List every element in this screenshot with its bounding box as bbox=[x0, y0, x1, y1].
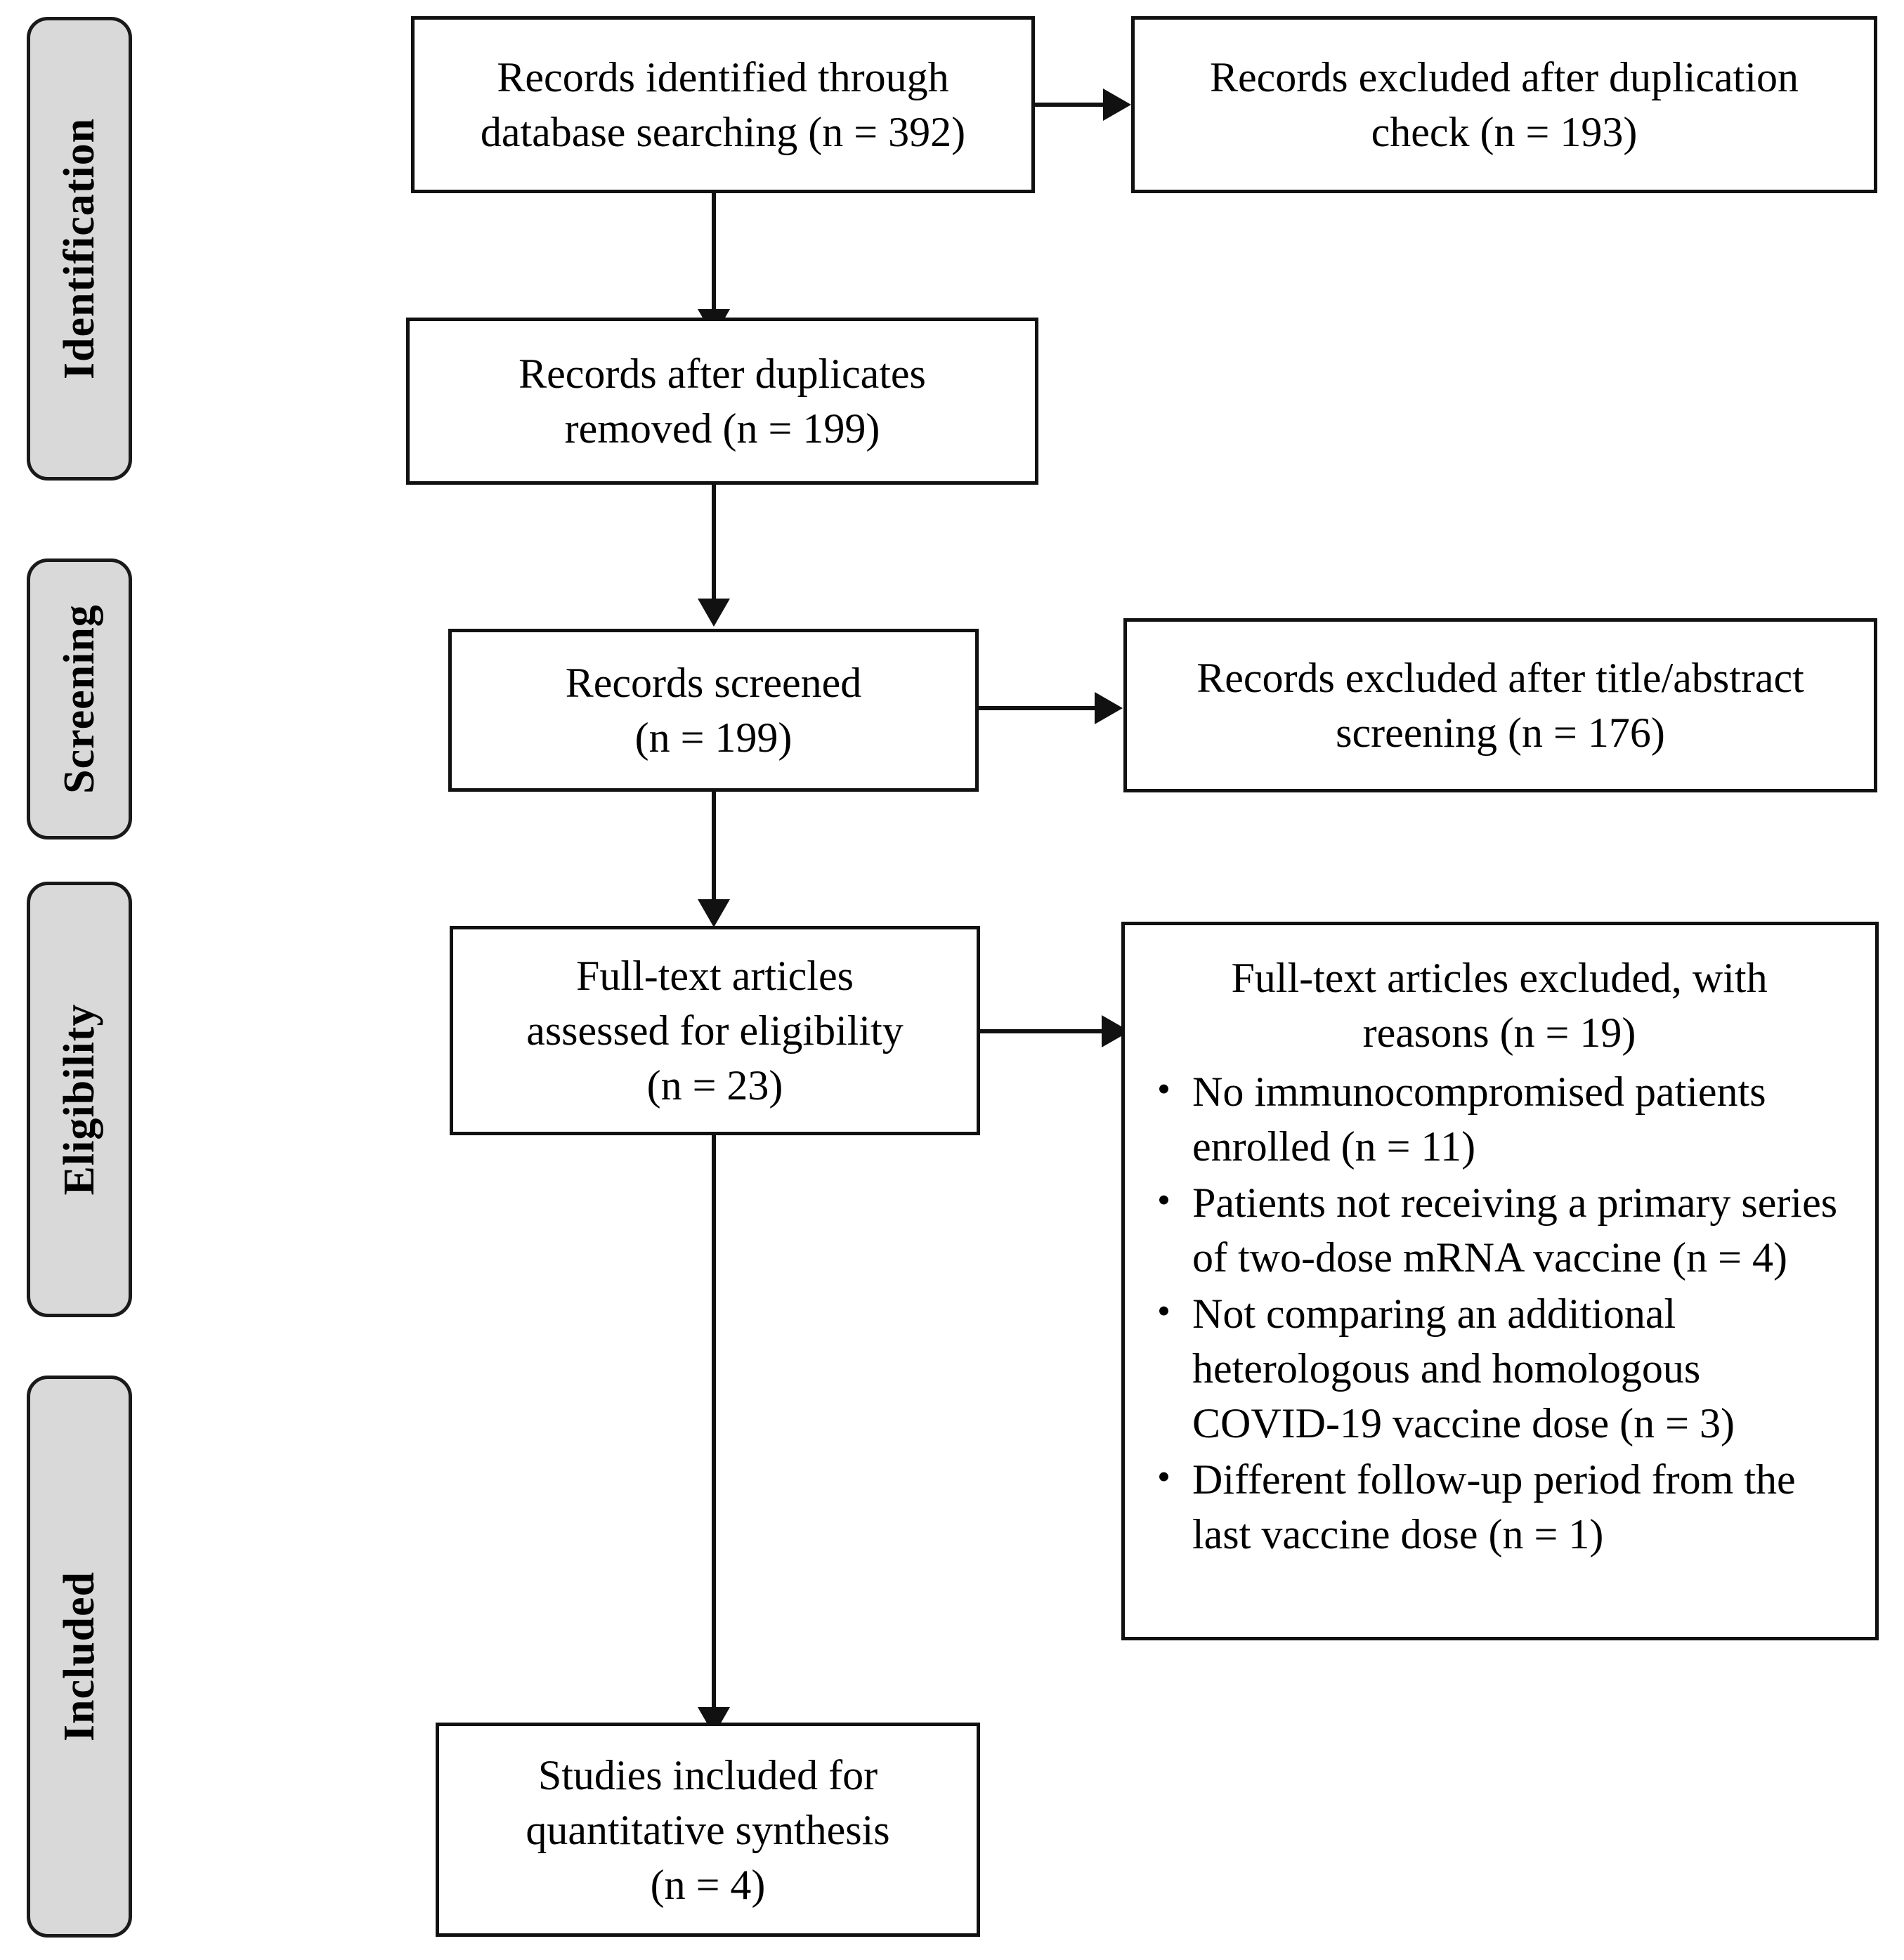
stage-pill-included: Included bbox=[27, 1376, 132, 1938]
arrowhead-after-duplicates-to-screened bbox=[698, 599, 730, 627]
stage-label-eligibility: Eligibility bbox=[56, 1003, 103, 1196]
stage-label-screening: Screening bbox=[56, 604, 103, 794]
studies-included-line3: (n = 4) bbox=[650, 1861, 766, 1908]
connector-fulltext-to-studies-included bbox=[712, 1135, 716, 1711]
connector-screened-to-fulltext bbox=[712, 792, 716, 903]
bullet-icon: • bbox=[1157, 1179, 1171, 1221]
fulltext-excluded-heading-line1: Full-text articles excluded, with bbox=[1231, 955, 1768, 1001]
stage-pill-screening: Screening bbox=[27, 558, 132, 839]
arrowhead-identified-to-duplication bbox=[1103, 89, 1131, 121]
stage-pill-eligibility: Eligibility bbox=[27, 882, 132, 1317]
connector-after-duplicates-to-screened bbox=[712, 485, 716, 603]
records-screened-line1: Records screened bbox=[565, 660, 862, 706]
connector-fulltext-to-excluded-reasons bbox=[980, 1029, 1105, 1033]
box-records-excluded-title-abstract: Records excluded after title/abstract sc… bbox=[1123, 618, 1877, 792]
records-identified-line1: Records identified through bbox=[497, 54, 949, 100]
stage-pill-identification: Identification bbox=[27, 17, 132, 481]
fulltext-excluded-reason-list: • No immunocompromised patients enrolled… bbox=[1142, 1064, 1857, 1563]
reason-text: No immunocompromised patients enrolled (… bbox=[1192, 1069, 1766, 1170]
fulltext-excluded-heading: Full-text articles excluded, with reason… bbox=[1142, 950, 1857, 1060]
reason-text: Not comparing an additional heterologous… bbox=[1192, 1291, 1735, 1446]
arrowhead-screened-to-fulltext bbox=[698, 899, 730, 927]
box-records-screened: Records screened (n = 199) bbox=[448, 629, 979, 792]
bullet-icon: • bbox=[1157, 1290, 1171, 1332]
records-excluded-title-abstract-line1: Records excluded after title/abstract bbox=[1196, 655, 1804, 701]
box-records-after-duplicates: Records after duplicates removed (n = 19… bbox=[406, 318, 1038, 485]
studies-included-line2: quantitative synthesis bbox=[526, 1806, 890, 1853]
reason-item: • Patients not receiving a primary serie… bbox=[1142, 1175, 1857, 1285]
fulltext-assessed-line3: (n = 23) bbox=[646, 1062, 783, 1109]
reason-text: Patients not receiving a primary series … bbox=[1192, 1180, 1838, 1281]
reason-text: Different follow-up period from the last… bbox=[1192, 1456, 1796, 1557]
bullet-icon: • bbox=[1157, 1456, 1171, 1498]
connector-screened-to-title-abstract bbox=[979, 706, 1098, 710]
fulltext-assessed-line1: Full-text articles bbox=[576, 953, 854, 999]
fulltext-excluded-heading-line2: reasons (n = 19) bbox=[1362, 1010, 1636, 1056]
connector-identified-to-duplication bbox=[1035, 103, 1107, 107]
studies-included-line1: Studies included for bbox=[537, 1751, 878, 1798]
records-after-duplicates-line1: Records after duplicates bbox=[519, 351, 926, 397]
reason-item: • Different follow-up period from the la… bbox=[1142, 1452, 1857, 1562]
connector-identified-to-after-duplicates bbox=[712, 193, 716, 315]
fulltext-assessed-line2: assessed for eligibility bbox=[526, 1007, 904, 1054]
bullet-icon: • bbox=[1157, 1068, 1171, 1110]
records-identified-line2: database searching (n = 392) bbox=[480, 109, 966, 155]
records-excluded-duplication-line1: Records excluded after duplication bbox=[1209, 54, 1799, 100]
stage-label-identification: Identification bbox=[56, 117, 103, 380]
records-excluded-duplication-line2: check (n = 193) bbox=[1371, 109, 1638, 155]
arrowhead-screened-to-title-abstract bbox=[1095, 692, 1123, 724]
box-fulltext-excluded-reasons: Full-text articles excluded, with reason… bbox=[1121, 922, 1879, 1640]
records-after-duplicates-line2: removed (n = 199) bbox=[564, 405, 880, 452]
records-screened-line2: (n = 199) bbox=[634, 714, 793, 761]
box-fulltext-assessed: Full-text articles assessed for eligibil… bbox=[450, 926, 980, 1135]
box-studies-included: Studies included for quantitative synthe… bbox=[436, 1723, 980, 1937]
stage-label-included: Included bbox=[56, 1571, 103, 1742]
box-records-excluded-duplication: Records excluded after duplication check… bbox=[1131, 16, 1877, 193]
reason-item: • Not comparing an additional heterologo… bbox=[1142, 1286, 1857, 1451]
reason-item: • No immunocompromised patients enrolled… bbox=[1142, 1064, 1857, 1174]
box-records-identified: Records identified through database sear… bbox=[411, 16, 1035, 193]
records-excluded-title-abstract-line2: screening (n = 176) bbox=[1336, 710, 1665, 756]
